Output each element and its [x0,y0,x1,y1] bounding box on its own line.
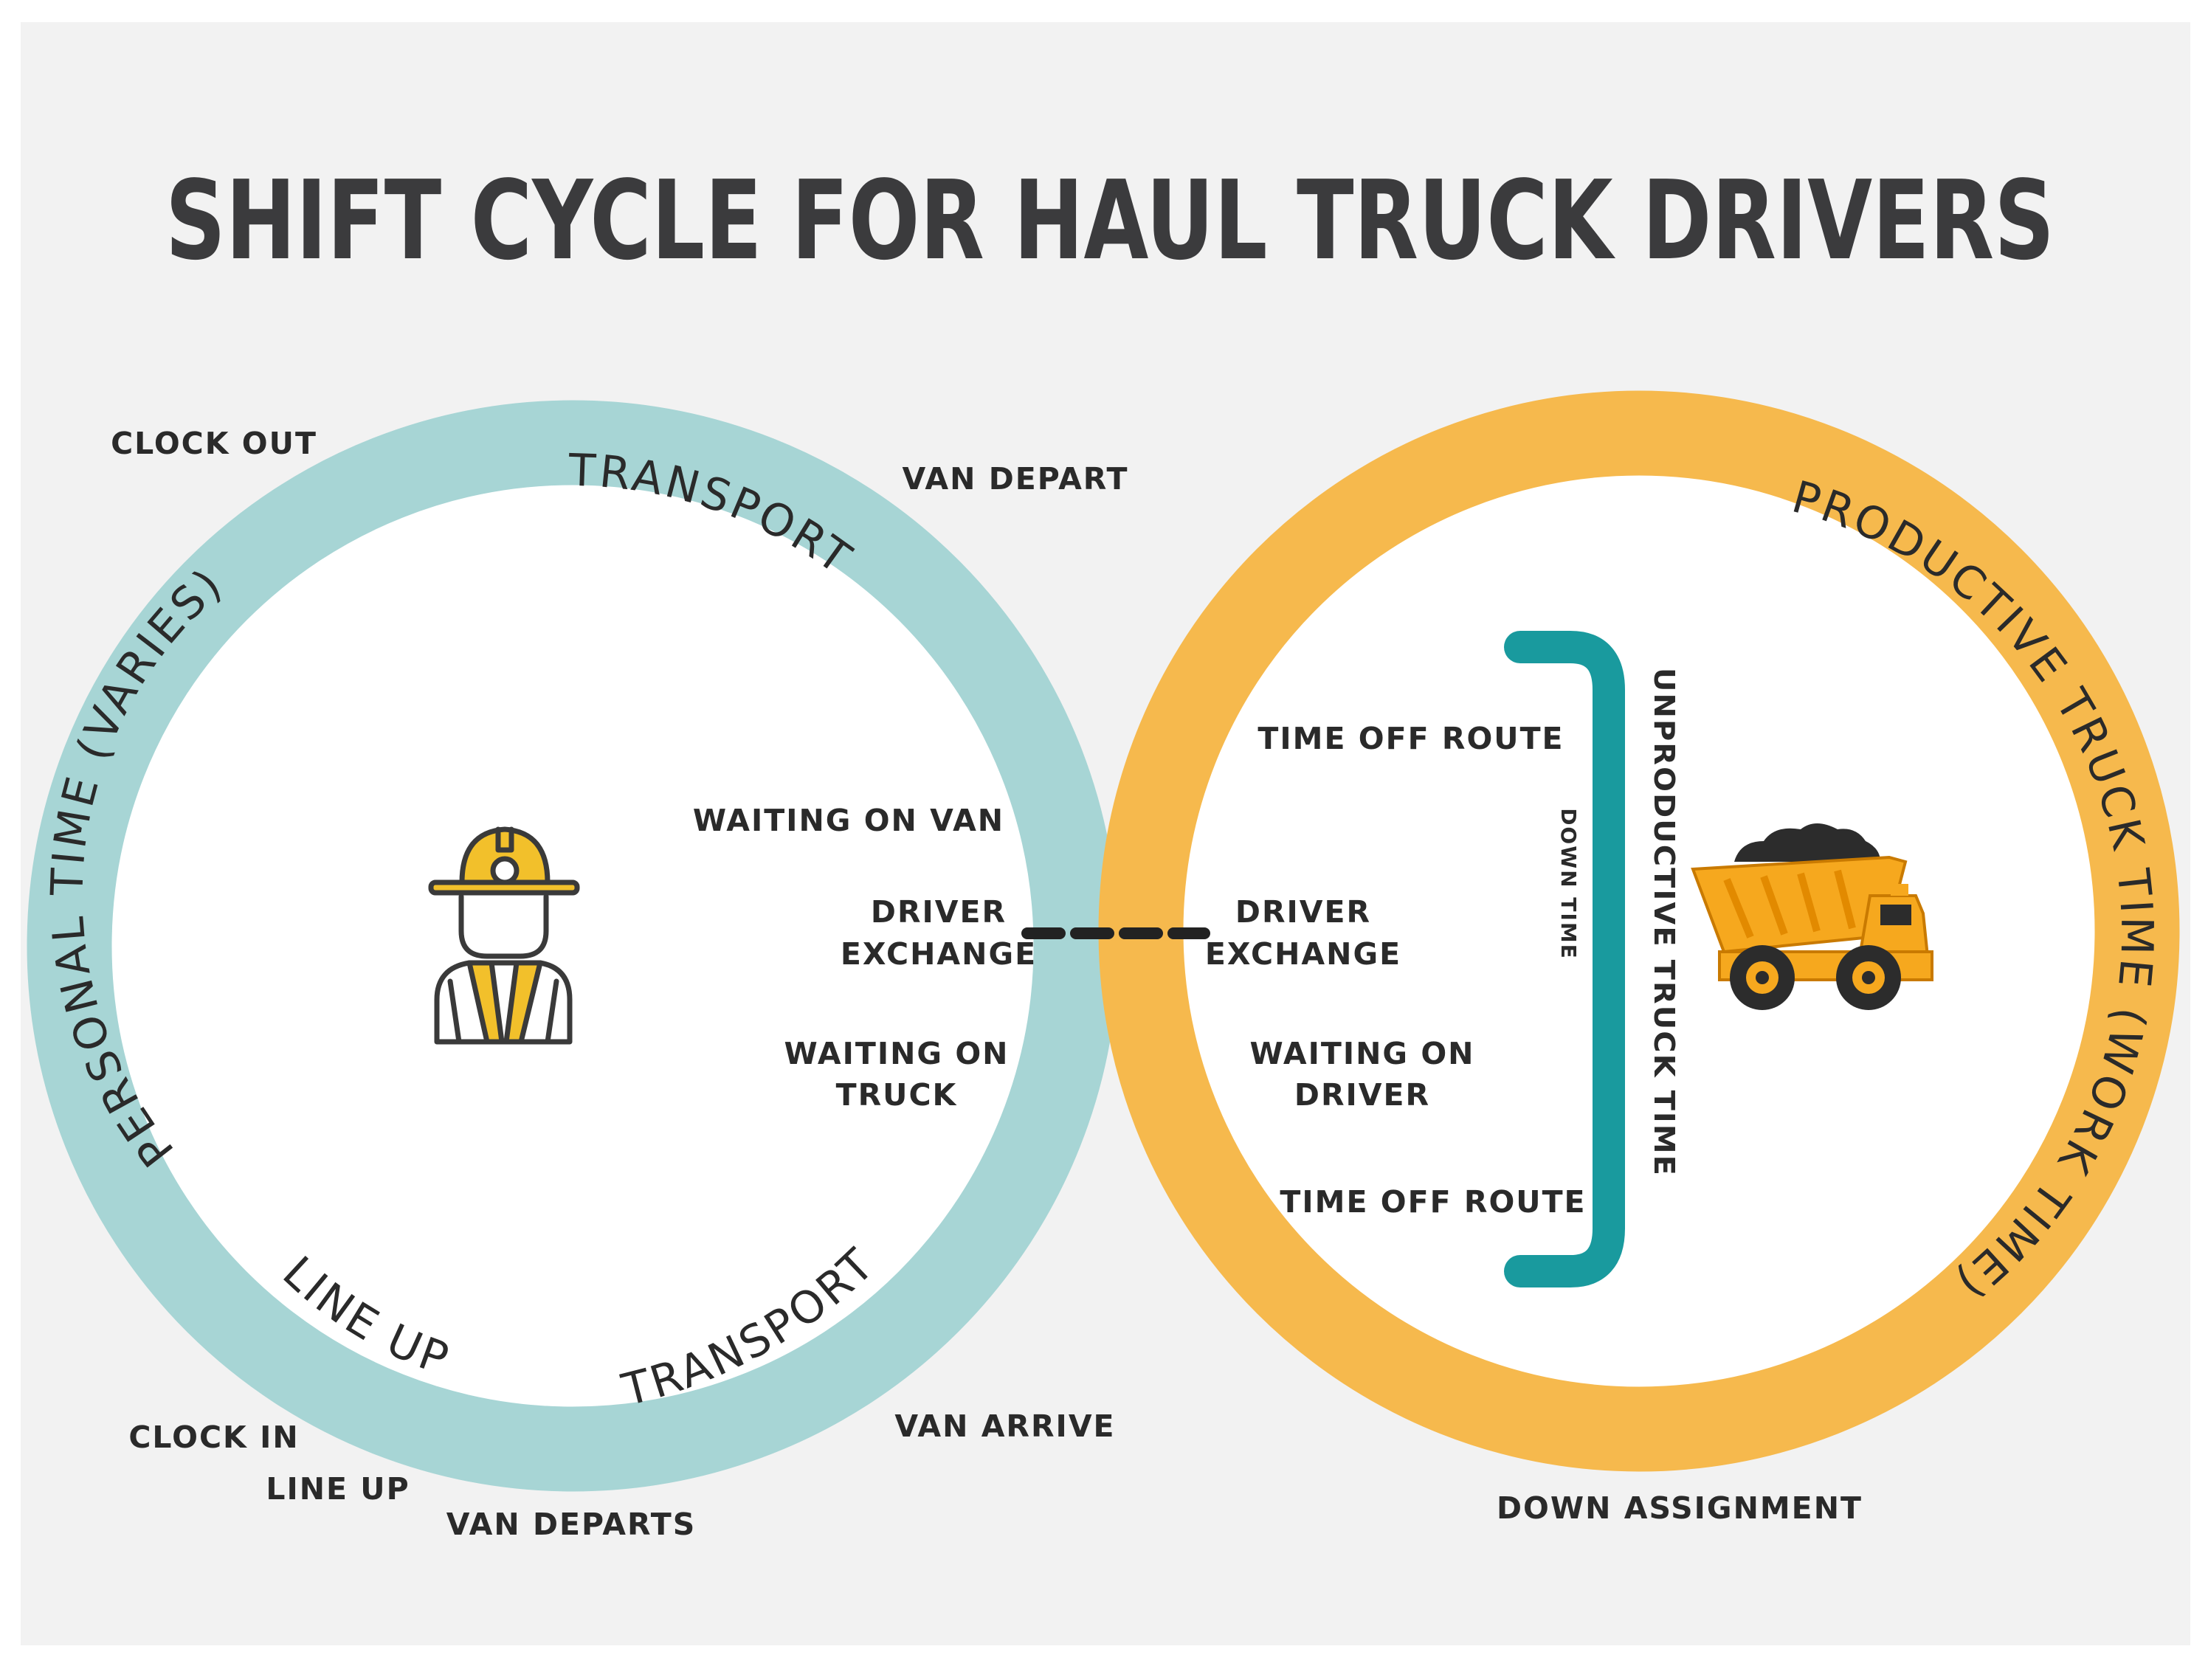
left-ring [27,400,1119,1492]
label-waiting-on-truck-1: WAITING ON [784,1036,1010,1071]
label-van-depart: VAN DEPART [902,461,1128,497]
label-time-off-route-top: TIME OFF ROUTE [1257,721,1564,756]
label-line-up-outer: LINE UP [266,1471,410,1507]
label-down-assignment: DOWN ASSIGNMENT [1497,1490,1863,1526]
label-waiting-on-truck-2: TRUCK [836,1077,958,1113]
label-waiting-on-driver-2: DRIVER [1294,1077,1430,1113]
label-driver-exchange-right-2: EXCHANGE [1205,936,1401,972]
page-title: SHIFT CYCLE FOR HAUL TRUCK DRIVERS [165,157,2055,284]
label-down-time: DOWN TIME [1556,808,1581,960]
unproductive-bracket [1504,631,1625,1287]
label-van-departs: VAN DEPARTS [446,1507,697,1542]
label-driver-exchange-left-2: EXCHANGE [841,936,1037,972]
label-waiting-on-van: WAITING ON VAN [693,803,1004,838]
worker-icon [428,826,580,1045]
label-driver-exchange-left-1: DRIVER [871,894,1007,930]
label-time-off-route-bottom: TIME OFF ROUTE [1280,1184,1586,1220]
label-driver-exchange-right-1: DRIVER [1235,894,1371,930]
haul-truck-icon [1691,823,1933,1010]
label-clock-in: CLOCK IN [128,1420,299,1455]
label-waiting-on-driver-1: WAITING ON [1250,1036,1475,1071]
label-clock-out: CLOCK OUT [111,426,317,461]
label-van-arrive: VAN ARRIVE [894,1408,1115,1444]
label-unproductive-truck-time: UNPRODUCTIVE TRUCK TIME [1648,668,1680,1177]
